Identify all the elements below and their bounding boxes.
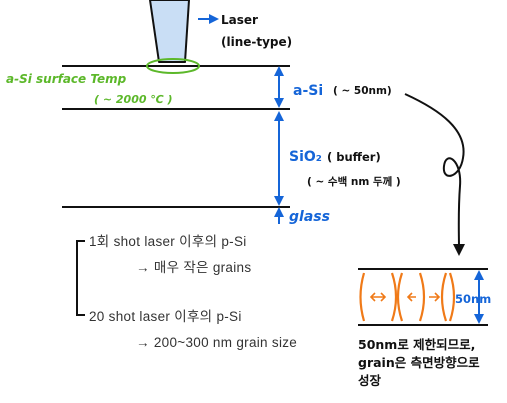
- sio2-layer-label: SiO₂: [289, 149, 322, 165]
- grain-boundary: [418, 272, 426, 322]
- grain-boundary: [396, 272, 404, 322]
- grain-boundary: [359, 272, 366, 322]
- inset-caption-line: 50nm로 제한되므로,: [358, 337, 476, 352]
- surface-temp-highlight: [146, 58, 200, 74]
- surface-temp-value: ( ~ 2000 ℃ ): [94, 93, 173, 106]
- growth-arrow: [369, 292, 387, 302]
- glass-layer-label: glass: [289, 209, 330, 225]
- grain-boundary: [440, 272, 448, 322]
- sio2-role-label: ( buffer): [327, 150, 381, 164]
- growth-arrow: [406, 292, 416, 302]
- asi-thickness-label: ( ~ 50nm): [333, 85, 392, 97]
- inset-caption-line: grain은 측면방향으로: [358, 355, 480, 370]
- inset-thickness-label: 50nm: [455, 292, 491, 306]
- growth-arrow: [429, 292, 441, 302]
- notes-bracket: [76, 240, 85, 316]
- grain-boundaries: [359, 272, 456, 322]
- inset-caption-line: 성장: [358, 373, 382, 388]
- surface-temp-label: a-Si surface Temp: [6, 72, 127, 86]
- shot-1-result: → 매우 작은 grains: [136, 260, 251, 275]
- asi-layer-label: a-Si: [293, 83, 323, 99]
- grain-boundary: [390, 272, 398, 322]
- connector-arrow: [404, 93, 465, 256]
- laser-beam: [149, 0, 190, 63]
- lateral-growth-arrows: [369, 292, 441, 302]
- shot-1-note: 1회 shot laser 이후의 p-Si: [89, 234, 247, 249]
- shot-20-note: 20 shot laser 이후의 p-Si: [89, 309, 242, 324]
- inset-caption: 50nm로 제한되므로, grain은 측면방향으로 성장: [358, 336, 480, 390]
- sio2-thickness-label: ( ~ 수백 nm 두께 ): [307, 175, 401, 188]
- grain-boundary: [448, 272, 456, 322]
- shot-20-result: → 200~300 nm grain size: [136, 335, 297, 350]
- laser-type-label: (line-type): [221, 35, 292, 49]
- laser-label: Laser: [221, 13, 258, 27]
